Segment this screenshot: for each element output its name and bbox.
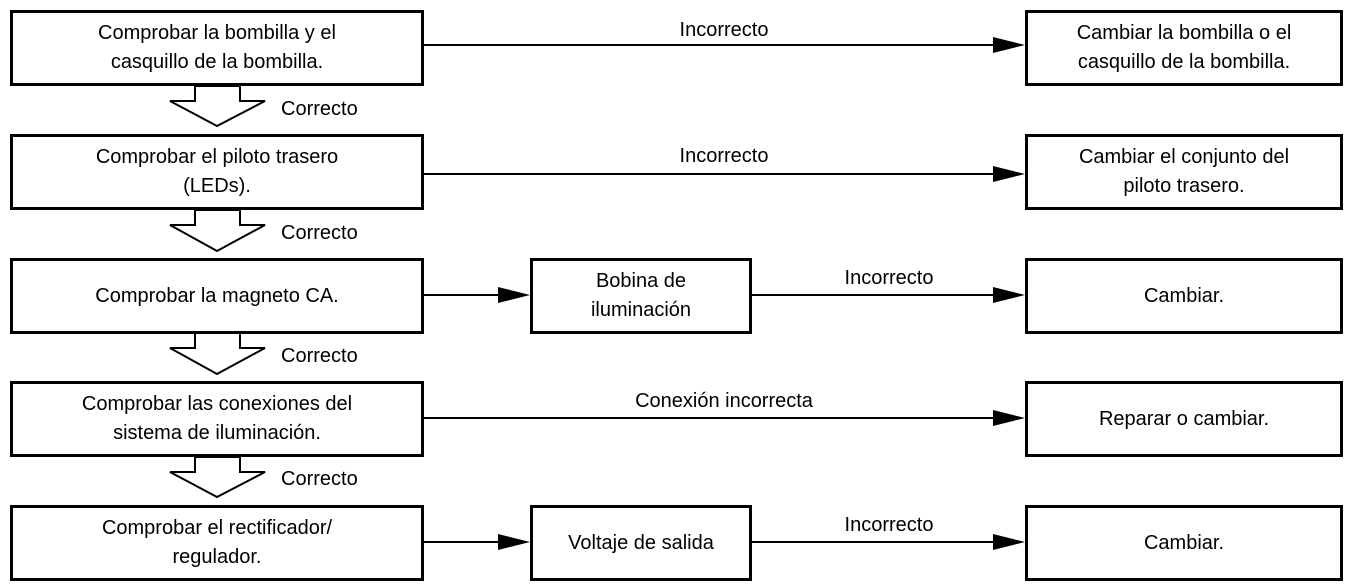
- check-box-row-4: Comprobar las conexiones del sistema de …: [10, 381, 424, 457]
- result-text-row-2: Cambiar el conjunto del piloto trasero.: [1078, 146, 1290, 197]
- result-box-row-2: Cambiar el conjunto del piloto trasero.: [1025, 134, 1343, 210]
- arrowhead-row-4: [993, 410, 1025, 426]
- arrowhead-row-3b: [993, 287, 1025, 303]
- result-text-row-3: Cambiar.: [1143, 284, 1225, 307]
- branch-label-row-3: Incorrecto: [844, 267, 934, 289]
- next-label-row-4: Correcto: [281, 468, 358, 490]
- check-text-row-2: Comprobar el piloto trasero (LEDs).: [95, 146, 339, 197]
- mid-text-row-5: Voltaje de salida: [568, 531, 714, 554]
- down-arrow-2: [169, 209, 266, 253]
- arrowhead-row-2: [993, 166, 1025, 182]
- check-box-row-1: Comprobar la bombilla y el casquillo de …: [10, 10, 424, 86]
- result-box-row-1: Cambiar la bombilla o el casquillo de la…: [1025, 10, 1343, 86]
- mid-text-row-3: Bobina de iluminación: [590, 270, 692, 321]
- next-label-row-1: Correcto: [281, 98, 358, 120]
- check-box-row-5: Comprobar el rectificador/ regulador.: [10, 505, 424, 581]
- branch-label-row-2: Incorrecto: [679, 145, 769, 167]
- check-box-row-2: Comprobar el piloto trasero (LEDs).: [10, 134, 424, 210]
- mid-box-row-5: Voltaje de salida: [530, 505, 752, 581]
- next-label-row-3: Correcto: [281, 345, 358, 367]
- next-label-row-2: Correcto: [281, 222, 358, 244]
- arrowhead-row-1: [993, 37, 1025, 53]
- arrowhead-row-3a: [498, 287, 530, 303]
- result-text-row-1: Cambiar la bombilla o el casquillo de la…: [1076, 22, 1292, 73]
- down-arrow-1: [169, 85, 266, 128]
- down-arrow-3: [169, 332, 266, 376]
- check-box-row-3: Comprobar la magneto CA.: [10, 258, 424, 334]
- branch-label-row-5: Incorrecto: [844, 514, 934, 536]
- arrowhead-row-5b: [993, 534, 1025, 550]
- arrowhead-row-5a: [498, 534, 530, 550]
- result-text-row-4: Reparar o cambiar.: [1098, 407, 1270, 430]
- down-arrow-4: [169, 456, 266, 499]
- result-box-row-3: Cambiar.: [1025, 258, 1343, 334]
- check-text-row-3: Comprobar la magneto CA.: [95, 284, 339, 307]
- check-text-row-5: Comprobar el rectificador/ regulador.: [101, 517, 333, 568]
- check-text-row-4: Comprobar las conexiones del sistema de …: [81, 393, 353, 444]
- mid-box-row-3: Bobina de iluminación: [530, 258, 752, 334]
- result-box-row-4: Reparar o cambiar.: [1025, 381, 1343, 457]
- check-text-row-1: Comprobar la bombilla y el casquillo de …: [98, 22, 336, 73]
- branch-label-row-4: Conexión incorrecta: [635, 390, 813, 412]
- result-text-row-5: Cambiar.: [1143, 531, 1225, 554]
- branch-label-row-1: Incorrecto: [679, 19, 769, 41]
- result-box-row-5: Cambiar.: [1025, 505, 1343, 581]
